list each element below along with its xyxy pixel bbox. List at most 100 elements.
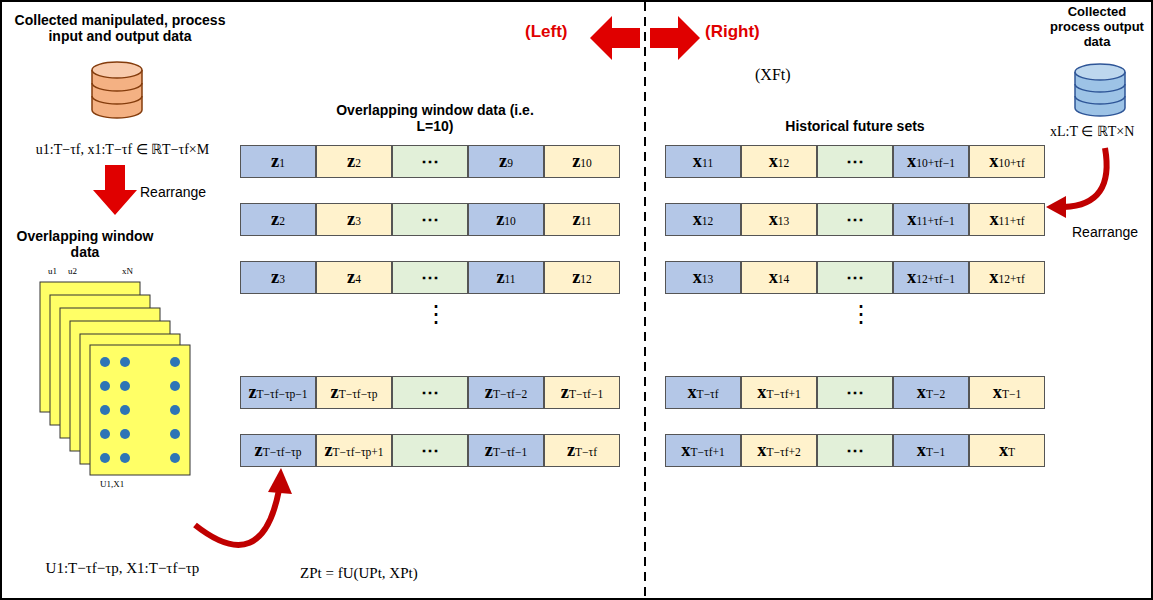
cell-label: xT−1 — [993, 381, 1021, 403]
cell-label: z3 — [271, 266, 285, 288]
step-label: Rearrange — [1072, 224, 1138, 240]
cell-label: zT−τf−τp — [331, 381, 378, 403]
cell-label: ⋯ — [421, 381, 439, 403]
matrix-stack — [40, 282, 190, 475]
side-label: (Left) — [525, 22, 567, 42]
window-cell: z12 — [544, 261, 620, 294]
window-cell: x12 — [665, 203, 741, 236]
window-cell: x11 — [665, 145, 741, 178]
window-cell: x10+τf — [969, 145, 1045, 178]
down-arrow — [93, 165, 137, 215]
cell-label: z3 — [347, 208, 361, 230]
cell-label: zT−τf−1 — [561, 381, 603, 403]
cell-label: xT−τf — [687, 381, 718, 403]
window-cell: ⋯ — [392, 376, 468, 409]
ellipsis-mark: ⋮ — [424, 300, 448, 328]
cell-label: z10 — [496, 208, 516, 230]
cell-label: ⋯ — [846, 150, 864, 172]
window-cell: z2 — [240, 203, 316, 236]
cell-label: xT−2 — [917, 381, 945, 403]
step-label: Rearrange — [140, 184, 206, 200]
window-cell: zT−τf−1 — [544, 376, 620, 409]
cell-label: x11+τf−1 — [907, 208, 954, 230]
window-cell: x12 — [741, 145, 817, 178]
cell-label: z9 — [499, 150, 513, 172]
cell-label: zT−τf — [567, 439, 597, 461]
window-cell: x11+τf−1 — [893, 203, 969, 236]
window-cell: ⋯ — [817, 145, 893, 178]
window-cell: x12+τf — [969, 261, 1045, 294]
window-cell: xT−τf+1 — [665, 434, 741, 467]
cell-label: x14 — [769, 266, 790, 288]
window-cell: zT−τf−τp — [316, 376, 392, 409]
window-cell: z9 — [468, 145, 544, 178]
cell-label: xT−1 — [917, 439, 945, 461]
heading: Historical future sets — [755, 118, 955, 134]
window-cell: ⋯ — [817, 434, 893, 467]
cell-label: x13 — [693, 266, 714, 288]
window-cell: ⋯ — [392, 145, 468, 178]
axis-label: u1 — [48, 266, 57, 276]
window-cell: x13 — [741, 203, 817, 236]
cell-label: x10+τf — [989, 150, 1025, 172]
window-cell: xT−2 — [893, 376, 969, 409]
cell-label: zT−τf−1 — [485, 439, 527, 461]
axis-label: u2 — [68, 266, 77, 276]
axis-label: xN — [122, 266, 133, 276]
window-cell: z2 — [316, 145, 392, 178]
cell-label: z1 — [271, 150, 285, 172]
window-cell: ⋯ — [392, 434, 468, 467]
cell-label: ⋯ — [421, 439, 439, 461]
window-cell: z10 — [468, 203, 544, 236]
equation-label: ZPt = fU(UPt, XPt) — [300, 565, 418, 582]
cell-label: xT−τf+2 — [757, 439, 800, 461]
axis-label: U1,X1 — [100, 479, 124, 489]
heading: Overlapping window data (i.e. L=10) — [320, 102, 550, 134]
window-cell: zT−τf−τp+1 — [316, 434, 392, 467]
cell-label: z2 — [271, 208, 285, 230]
window-cell: x14 — [741, 261, 817, 294]
cell-label: z10 — [572, 150, 592, 172]
window-cell: x10+τf−1 — [893, 145, 969, 178]
database-icon — [1075, 64, 1125, 116]
cell-label: ⋯ — [846, 439, 864, 461]
cell-label: xT−τf+1 — [757, 381, 800, 403]
window-cell: zT−τf−1 — [468, 434, 544, 467]
cell-label: xT−τf+1 — [681, 439, 724, 461]
cell-label: x12+τf−1 — [907, 266, 955, 288]
window-cell: zT−τf−2 — [468, 376, 544, 409]
cell-label: ⋯ — [421, 208, 439, 230]
heading: Collected manipulated, process input and… — [5, 12, 235, 44]
cell-label: ⋯ — [846, 208, 864, 230]
window-cell: xT−1 — [893, 434, 969, 467]
cell-label: x10+τf−1 — [907, 150, 955, 172]
math-label: U1:T−τf−τp, X1:T−τf−τp — [10, 560, 235, 577]
window-cell: zT−τf−τp — [240, 434, 316, 467]
cell-label: x12+τf — [989, 266, 1025, 288]
cell-label: z12 — [572, 266, 592, 288]
window-cell: z11 — [544, 203, 620, 236]
divider-line — [644, 2, 646, 598]
cell-label: zT−τf−2 — [485, 381, 527, 403]
cell-label: z4 — [347, 266, 361, 288]
cell-label: z11 — [572, 208, 591, 230]
left-arrow — [590, 16, 640, 60]
window-cell: z3 — [240, 261, 316, 294]
window-cell: ⋯ — [392, 261, 468, 294]
window-cell: x11+τf — [969, 203, 1045, 236]
cell-label: ⋯ — [846, 266, 864, 288]
window-cell: x13 — [665, 261, 741, 294]
math-label: (XFt) — [755, 66, 791, 84]
heading: Collected process output data — [1046, 5, 1148, 50]
database-icon — [92, 62, 142, 118]
window-cell: x12+τf−1 — [893, 261, 969, 294]
cell-label: ⋯ — [421, 266, 439, 288]
cell-label: zT−τf−τp−1 — [248, 381, 307, 403]
heading: Overlapping window data — [5, 228, 165, 260]
cell-label: x13 — [769, 208, 790, 230]
window-cell: xT−τf+2 — [741, 434, 817, 467]
cell-label: xT — [999, 439, 1015, 461]
window-cell: z4 — [316, 261, 392, 294]
